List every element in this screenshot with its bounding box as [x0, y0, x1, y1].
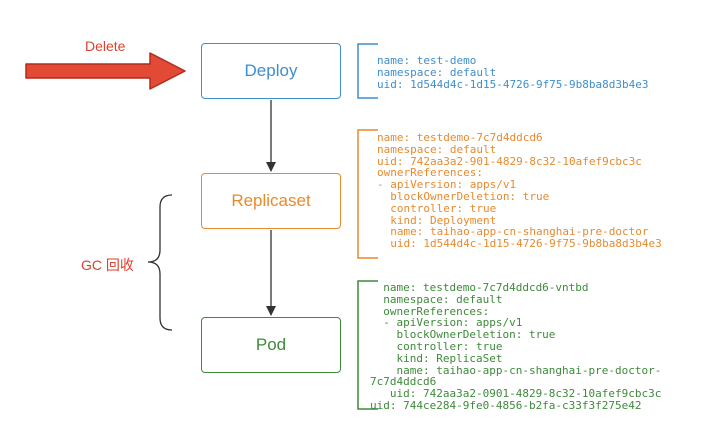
- replicaset-node-label: Replicaset: [231, 191, 311, 210]
- meta-line: 7c7d4ddcd6: [370, 375, 437, 389]
- meta-line: ownerReferences:: [370, 304, 490, 318]
- meta-line: uid: 1d544d4c-1d15-4726-9f75-9b8ba8d3b4e…: [377, 77, 649, 91]
- meta-line: namespace: default: [377, 65, 497, 79]
- delete-arrow: [25, 52, 186, 90]
- meta-line: kind: Deployment: [377, 213, 497, 227]
- meta-line: namespace: default: [370, 292, 503, 306]
- meta-line: namespace: default: [377, 142, 497, 156]
- meta-line: name: taihao-app-cn-shanghai-pre-doctor-: [370, 363, 662, 377]
- gc-brace: [147, 194, 173, 331]
- delete-label: Delete: [85, 38, 126, 54]
- meta-line: ownerReferences:: [377, 166, 483, 180]
- meta-line: name: taihao-app-cn-shanghai-pre-doctor: [377, 225, 649, 239]
- meta-line: name: testdemo-7c7d4ddcd6-vntbd: [370, 281, 589, 294]
- meta-line: uid: 742aa3a2-901-4829-8c32-10afef9cbc3c: [377, 154, 642, 168]
- meta-line: controller: true: [377, 201, 497, 215]
- deploy-node-label: Deploy: [244, 61, 298, 80]
- meta-line: - apiVersion: apps/v1: [377, 178, 517, 192]
- pod-node: Pod: [201, 317, 341, 373]
- meta-line: name: test-demo: [377, 54, 477, 67]
- meta-line: uid: 744ce284-9fe0-4856-b2fa-c33f3f275e4…: [370, 398, 642, 412]
- gc-label: GC 回收: [81, 257, 134, 273]
- deploy-metadata: name: test-demo namespace: default uid: …: [377, 55, 649, 90]
- meta-line: blockOwnerDeletion: true: [377, 189, 550, 203]
- meta-line: name: testdemo-7c7d4ddcd6: [377, 131, 543, 144]
- meta-line: uid: 742aa3a2-0901-4829-8c32-10afef9cbc3…: [370, 387, 662, 401]
- replicaset-node: Replicaset: [201, 173, 341, 229]
- pod-metadata: name: testdemo-7c7d4ddcd6-vntbd namespac…: [370, 282, 661, 412]
- meta-line: kind: ReplicaSet: [370, 351, 503, 365]
- meta-line: - apiVersion: apps/v1: [370, 316, 523, 330]
- bracket-pod-meta: [357, 280, 378, 410]
- meta-line: blockOwnerDeletion: true: [370, 328, 556, 342]
- bracket-replicaset-meta: [357, 129, 378, 259]
- bracket-deploy-meta: [357, 43, 378, 99]
- replicaset-metadata: name: testdemo-7c7d4ddcd6 namespace: def…: [377, 132, 662, 250]
- pod-node-label: Pod: [255, 335, 287, 354]
- meta-line: controller: true: [370, 339, 503, 353]
- deploy-node: Deploy: [201, 43, 341, 99]
- meta-line: uid: 1d544d4c-1d15-4726-9f75-9b8ba8d3b4e…: [377, 237, 662, 251]
